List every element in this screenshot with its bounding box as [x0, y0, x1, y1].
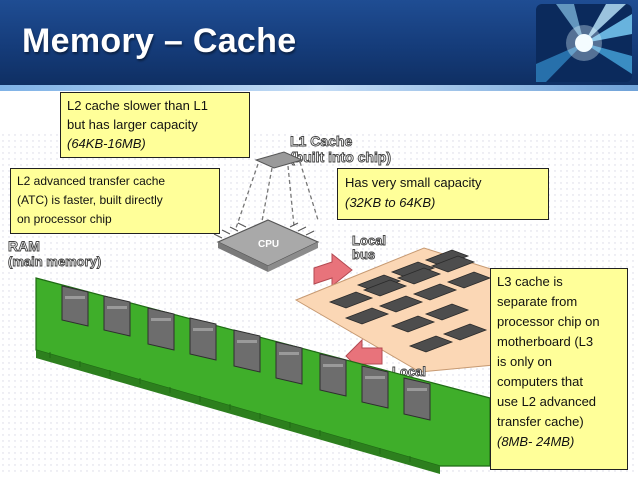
- l2-callout-capacity: (64KB-16MB): [67, 136, 146, 151]
- light-burst-logo: [536, 4, 632, 82]
- l1-callout-line1: Has very small capacity: [345, 175, 482, 190]
- atc-callout-line1: L2 advanced transfer cache: [17, 174, 166, 188]
- ram-label: RAM: [8, 238, 40, 254]
- slide-title: Memory – Cache: [22, 22, 297, 60]
- l2-cache-callout: L2 cache slower than L1 but has larger c…: [60, 92, 250, 158]
- local-bus-sublabel-top: bus: [352, 247, 375, 262]
- cpu-chip: CPU: [213, 219, 320, 272]
- l1-callout-capacity: (32KB to 64KB): [345, 195, 436, 210]
- cpu-label: CPU: [258, 239, 279, 250]
- l3-callout-capacity: (8MB- 24MB): [497, 434, 575, 449]
- l3-callout-line3: processor chip on: [497, 314, 600, 329]
- l3-callout-line4: motherboard (L3: [497, 334, 594, 349]
- header-accent-band: [0, 85, 638, 91]
- local-bus-label-top: Local: [352, 233, 386, 248]
- slide-header: Memory – Cache: [0, 0, 638, 85]
- l3-callout-line5: is only on: [497, 354, 552, 369]
- atc-callout-line3: on processor chip: [17, 212, 112, 226]
- l1-chip: [254, 151, 304, 169]
- ram-module: [35, 277, 491, 474]
- l3-callout-line8: transfer cache): [497, 414, 584, 429]
- l3-callout-line2: separate from: [497, 294, 578, 309]
- l1-cache-sublabel: (built into chip): [290, 149, 391, 165]
- l1-capacity-callout: Has very small capacity (32KB to 64KB): [337, 168, 549, 220]
- atc-callout-line2: (ATC) is faster, built directly: [17, 193, 163, 207]
- l2-callout-line2: but has larger capacity: [67, 117, 198, 132]
- l1-cache-label: L1 Cache: [290, 133, 352, 149]
- l3-callout-line7: use L2 advanced: [497, 394, 597, 409]
- local-bus-arrow-top: [313, 252, 353, 288]
- l3-cache-callout: L3 cache is separate from processor chip…: [490, 268, 628, 470]
- projection-lines: [235, 161, 319, 233]
- l3-callout-line6: computers that: [497, 374, 583, 389]
- l3-cache-board: [294, 247, 495, 373]
- l3-callout-line1: L3 cache is: [497, 274, 563, 289]
- l2-callout-line1: L2 cache slower than L1: [67, 98, 208, 113]
- ram-sublabel: (main memory): [8, 254, 101, 269]
- atc-callout: L2 advanced transfer cache (ATC) is fast…: [10, 168, 220, 234]
